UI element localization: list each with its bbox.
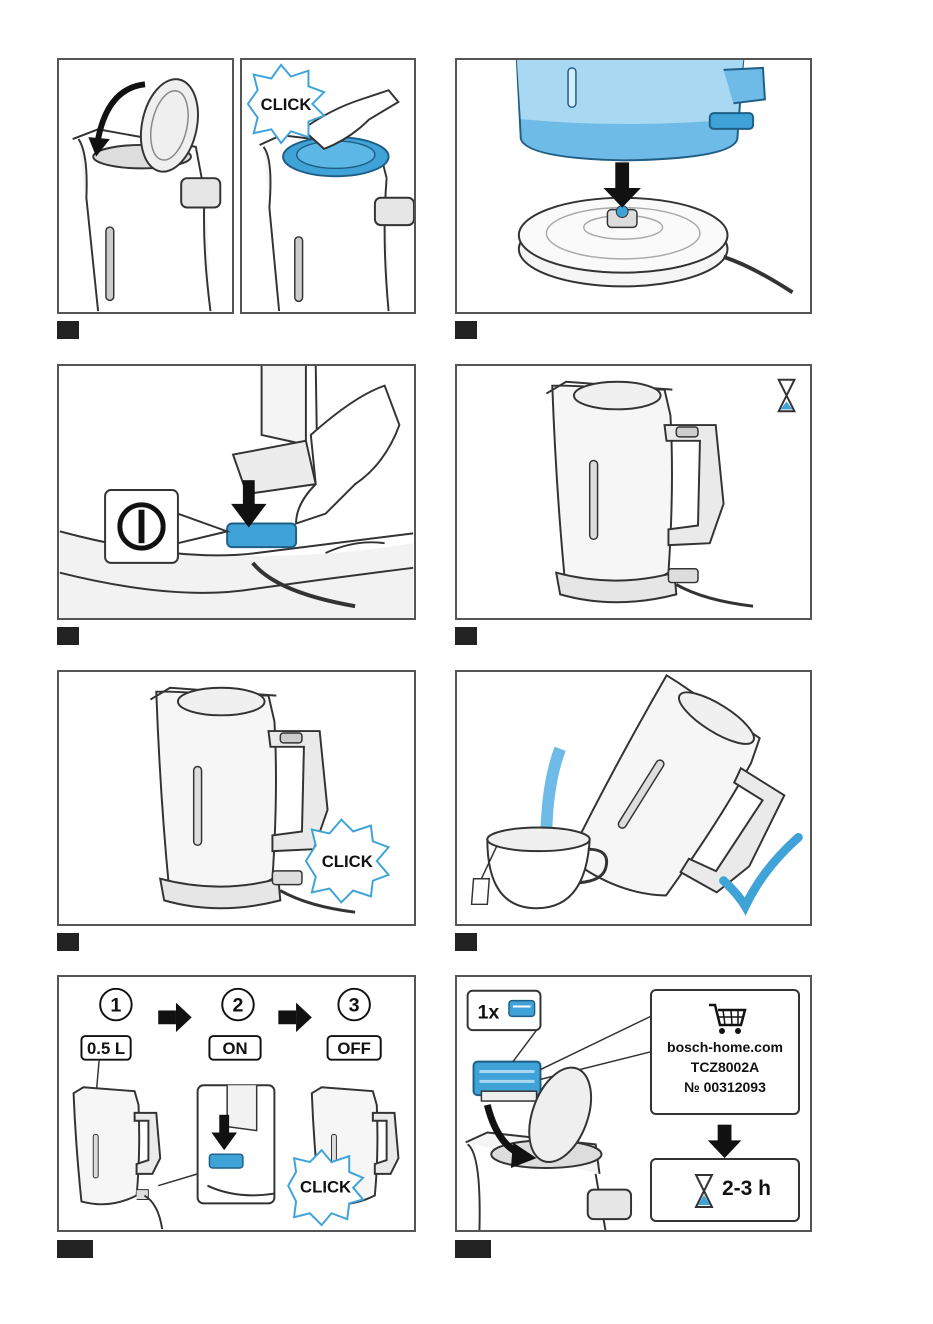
panel-pour bbox=[455, 670, 812, 926]
illustration-first-use-sequence: 1 2 3 0.5 L ON OFF bbox=[59, 977, 414, 1230]
panel-boiling-wait bbox=[455, 364, 812, 620]
shopping-cart-icon bbox=[707, 1001, 747, 1035]
svg-text:2: 2 bbox=[233, 994, 244, 1016]
illustration-press-lid: CLICK bbox=[242, 60, 414, 312]
click-label: CLICK bbox=[322, 852, 373, 871]
website-text: bosch-home.com bbox=[652, 1039, 798, 1055]
off-label: OFF bbox=[337, 1039, 370, 1058]
panel-switch-on bbox=[57, 364, 416, 620]
panel-descaling: 1x bosch-home.co bbox=[455, 975, 812, 1232]
quantity-label: 1x bbox=[477, 1001, 499, 1023]
arrow-down-icon bbox=[615, 162, 629, 192]
step-marker-8 bbox=[455, 1240, 491, 1258]
step-marker-4 bbox=[455, 627, 477, 645]
hourglass-icon bbox=[779, 380, 795, 412]
arrow-down-icon bbox=[718, 1125, 732, 1143]
click-label: CLICK bbox=[300, 1178, 351, 1197]
panel-place-on-base bbox=[455, 58, 812, 314]
illustration-pour-water bbox=[457, 672, 810, 924]
svg-text:1: 1 bbox=[110, 994, 121, 1016]
illustration-kettle-wait bbox=[457, 366, 810, 618]
step-marker-3 bbox=[57, 627, 79, 645]
order-info-box: bosch-home.com TCZ8002A № 00312093 bbox=[650, 989, 800, 1115]
step-marker-2 bbox=[455, 321, 477, 339]
click-label: CLICK bbox=[261, 95, 312, 114]
step-marker-1 bbox=[57, 321, 79, 339]
on-label: ON bbox=[222, 1039, 247, 1058]
illustration-lid-close bbox=[59, 60, 232, 312]
fill-level-label: 0.5 L bbox=[87, 1039, 125, 1058]
step-number-3: 3 bbox=[338, 989, 370, 1021]
panel-auto-off: CLICK bbox=[57, 670, 416, 926]
step-number-2: 2 bbox=[222, 989, 254, 1021]
panel-close-lid bbox=[57, 58, 234, 314]
duration-box: 2-3 h bbox=[650, 1158, 800, 1222]
step-number-1: 1 bbox=[100, 989, 132, 1021]
illustration-kettle-auto-off: CLICK bbox=[59, 672, 414, 924]
hourglass-icon bbox=[694, 1173, 714, 1209]
order-number-text: № 00312093 bbox=[652, 1079, 798, 1095]
step-marker-5 bbox=[57, 933, 79, 951]
step-marker-7 bbox=[57, 1240, 93, 1258]
illustration-switch-on bbox=[59, 366, 414, 618]
svg-text:3: 3 bbox=[349, 994, 360, 1016]
panel-first-use-sequence: 1 2 3 0.5 L ON OFF bbox=[57, 975, 416, 1232]
arrow-right-icon bbox=[278, 1003, 311, 1033]
descaler-tablet-icon bbox=[509, 1001, 535, 1017]
illustration-place-on-base bbox=[457, 60, 810, 312]
step-marker-6 bbox=[455, 933, 477, 951]
duration-text: 2-3 h bbox=[722, 1177, 771, 1201]
panel-press-lid: CLICK bbox=[240, 58, 416, 314]
product-code-text: TCZ8002A bbox=[652, 1059, 798, 1075]
arrow-right-icon bbox=[158, 1003, 191, 1033]
